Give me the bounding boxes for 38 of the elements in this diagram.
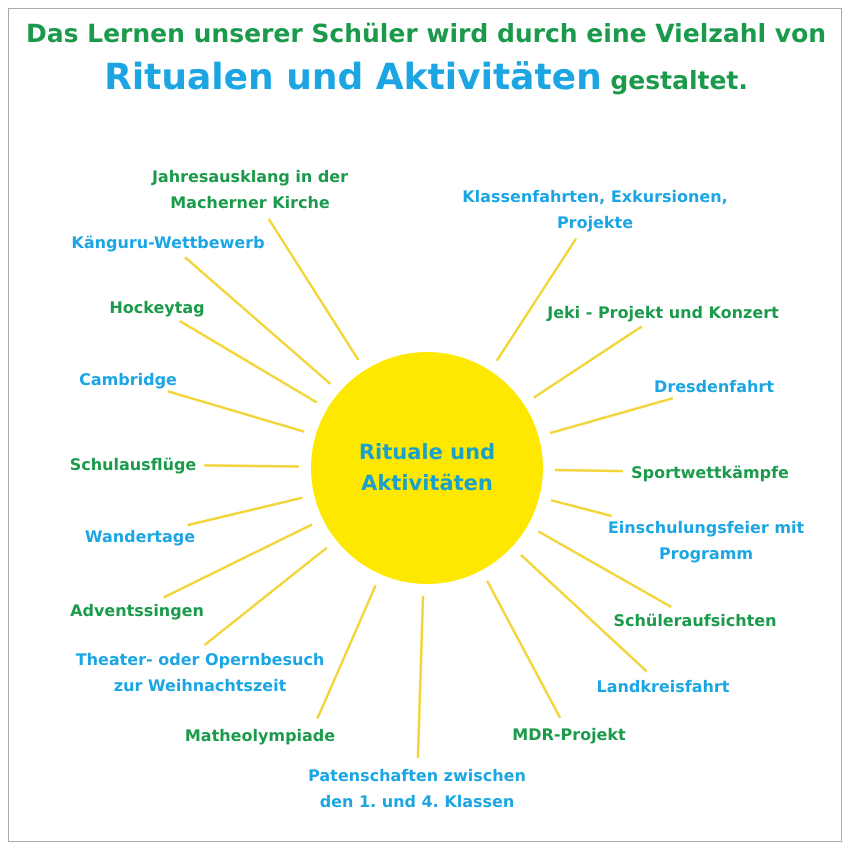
activity-label: Dresdenfahrt [594,374,834,400]
sun-ray [550,498,612,518]
activity-label: Einschulungsfeier mit Programm [606,515,806,567]
sun-ray [416,596,424,758]
sun-ray [179,320,318,404]
activity-label: Jeki - Projekt und Konzert [543,300,783,326]
activity-label: MDR-Projekt [449,722,689,748]
activity-label: Schüleraufsichten [575,608,815,634]
sun-ray [496,238,578,362]
activity-label: Klassenfahrten, Exkursionen, Projekte [460,184,730,236]
sun-ray [316,584,377,720]
sun-ray [486,580,562,719]
activity-label: Theater- oder Opernbesuch zur Weihnachtszeit [69,647,331,699]
activity-label: Matheolympiade [140,723,380,749]
sun-ray [520,554,648,672]
sun-ray [167,390,305,433]
activity-label: Känguru-Wettbewerb [48,230,288,256]
activity-label: Jahresausklang in der Macherner Kirche [142,164,358,216]
activity-label: Cambridge [8,367,248,393]
sun-ray [204,464,300,468]
activity-label: Wandertage [20,524,260,550]
sun-ray [187,496,303,526]
center-label: Rituale und Aktivitäten [358,439,496,497]
title: Das Lernen unserer Schüler wird durch eine Vielzahl von Ritualen und Aktivitäten gestaltet. [24,18,828,100]
sun-ray [268,218,360,361]
sun-ray [538,530,672,608]
sun-ray [162,523,313,599]
activity-label: Schulausflüge [13,452,253,478]
activity-label: Hockeytag [37,295,277,321]
sun-ray [550,396,674,434]
activity-label: Patenschaften zwischen den 1. und 4. Klassen [297,763,537,815]
sun-ray [533,325,643,399]
sun-ray [184,256,332,385]
sun-ray [204,546,328,646]
activity-label: Adventssingen [17,598,257,624]
activity-label: Landkreisfahrt [543,674,783,700]
sun-ray [554,468,624,472]
activity-label: Sportwettkämpfe [590,460,830,486]
